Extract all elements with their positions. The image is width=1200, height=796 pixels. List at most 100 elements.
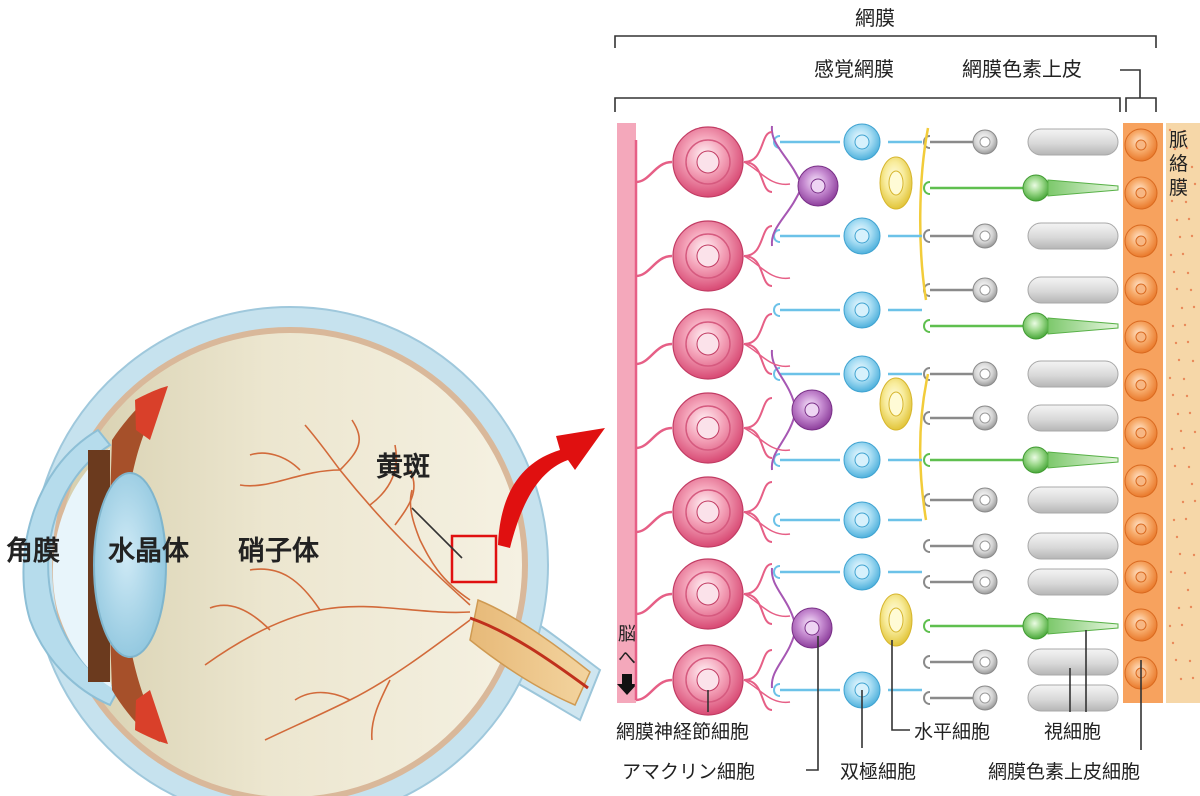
choroid-speckle bbox=[1182, 446, 1186, 450]
ganglion-dendrite bbox=[743, 161, 773, 193]
choroid-speckle bbox=[1178, 552, 1182, 556]
choroid-speckle bbox=[1184, 517, 1188, 521]
ganglion-axon bbox=[635, 592, 673, 616]
choroid-dots bbox=[1168, 128, 1197, 681]
rod-nucleus bbox=[979, 576, 991, 588]
ganglion-dendrite bbox=[743, 679, 791, 703]
choroid-speckle bbox=[1186, 588, 1190, 592]
choroid-speckle bbox=[1190, 234, 1194, 238]
rod-nucleus bbox=[979, 368, 991, 380]
ganglion-dendrite bbox=[743, 593, 791, 617]
amacrine-process bbox=[770, 349, 797, 411]
bipolar-nucleus bbox=[854, 134, 870, 150]
ganglion-dendrite bbox=[743, 511, 773, 543]
ganglion-cell-ring bbox=[685, 489, 731, 535]
choroid-speckle bbox=[1182, 377, 1186, 381]
cone-cell-body bbox=[1022, 174, 1050, 202]
rod-outer-segment bbox=[1027, 568, 1119, 596]
bipolar-nucleus bbox=[854, 564, 870, 580]
photoreceptor-label: 視細胞 bbox=[1044, 721, 1101, 743]
choroid-speckle bbox=[1180, 306, 1184, 310]
choroid-speckle bbox=[1172, 270, 1176, 274]
synaptic-terminal bbox=[923, 453, 931, 467]
cornea-label: 角膜 bbox=[6, 535, 60, 567]
rod-outer-segment bbox=[1027, 684, 1119, 712]
rod-outer-segment bbox=[1027, 648, 1119, 676]
sensory-retina-bracket bbox=[614, 97, 1121, 112]
amacrine-process bbox=[770, 125, 803, 187]
choroid-speckle bbox=[1169, 570, 1173, 574]
choroid-speckle bbox=[1193, 430, 1197, 434]
synaptic-terminal bbox=[923, 229, 931, 243]
cone-cell-body bbox=[1022, 446, 1050, 474]
rod-outer-segment bbox=[1027, 404, 1119, 432]
rod-nucleus bbox=[979, 284, 991, 296]
choroid-speckle bbox=[1187, 217, 1191, 221]
choroid-speckle bbox=[1180, 623, 1184, 627]
bipolar-terminal bbox=[773, 513, 781, 527]
ganglion-dendrite bbox=[743, 255, 773, 287]
rpe-cell-nucleus bbox=[1135, 235, 1147, 247]
ganglion-nucleus bbox=[696, 668, 720, 692]
horizontal-process bbox=[919, 127, 930, 301]
choroid-speckle bbox=[1172, 518, 1176, 522]
choroid-speckle bbox=[1174, 341, 1178, 345]
vitreous-body bbox=[58, 333, 522, 796]
retina-bracket bbox=[614, 35, 1157, 48]
choroid-speckle bbox=[1177, 606, 1181, 610]
rpe-cell-nucleus bbox=[1135, 187, 1147, 199]
ganglion-axon bbox=[635, 426, 673, 450]
cell-leader-lines bbox=[707, 630, 1142, 771]
ganglion-dendrite bbox=[743, 161, 791, 185]
ganglion-cell-ring bbox=[685, 321, 731, 367]
rod-nucleus bbox=[979, 540, 991, 552]
horizontal-leader bbox=[891, 640, 910, 731]
choroid-speckle bbox=[1188, 659, 1192, 663]
rpe-cell-nucleus bbox=[1135, 379, 1147, 391]
ganglion-dendrite bbox=[743, 343, 773, 375]
choroid-speckle bbox=[1188, 411, 1192, 415]
choroid-label: 脈 bbox=[1169, 129, 1188, 151]
ciliary-red-lower bbox=[135, 690, 168, 744]
ganglion-cell-ring bbox=[685, 139, 731, 185]
bipolar-nucleus bbox=[854, 452, 870, 468]
choroid-speckle bbox=[1170, 199, 1174, 203]
bipolar-nucleus bbox=[854, 512, 870, 528]
amacrine-nucleus bbox=[804, 620, 820, 636]
rpe-layer bbox=[1123, 123, 1163, 703]
amacrine-leader bbox=[806, 636, 819, 771]
bipolar-terminal bbox=[773, 229, 781, 243]
synaptic-terminal bbox=[923, 539, 931, 553]
rpe-cell-nucleus bbox=[1135, 139, 1147, 151]
choroid-speckle bbox=[1181, 252, 1185, 256]
lens-label: 水晶体 bbox=[108, 536, 190, 567]
choroid-speckle bbox=[1184, 200, 1188, 204]
rod-outer-segment bbox=[1027, 486, 1119, 514]
ganglion-dendrite bbox=[743, 649, 773, 681]
ganglion-dendrite bbox=[743, 593, 773, 625]
ganglion-cells bbox=[672, 126, 744, 716]
rod-nucleus bbox=[979, 494, 991, 506]
brain-arrow bbox=[617, 674, 637, 695]
ganglion-dendrite bbox=[743, 397, 773, 429]
brain-label: 脳 bbox=[618, 624, 636, 645]
ganglion-axon bbox=[635, 510, 673, 534]
ganglion-dendrite bbox=[743, 679, 773, 711]
lens bbox=[93, 472, 167, 658]
macula-leader-line bbox=[411, 507, 463, 559]
choroid-speckle bbox=[1193, 182, 1197, 186]
bipolar-nucleus bbox=[854, 228, 870, 244]
optic-nerve bbox=[469, 598, 591, 706]
rod-nucleus bbox=[979, 656, 991, 668]
choroid-speckle bbox=[1171, 393, 1175, 397]
choroid-speckle bbox=[1191, 359, 1195, 363]
choroid-speckle bbox=[1176, 412, 1180, 416]
cone-outer-segment bbox=[1047, 179, 1119, 197]
synaptic-terminal bbox=[923, 319, 931, 333]
cone-outer-segment bbox=[1047, 317, 1119, 335]
choroid-speckle bbox=[1192, 305, 1196, 309]
choroid-speckle bbox=[1179, 429, 1183, 433]
synaptic-terminal bbox=[923, 135, 931, 149]
choroid-speckle bbox=[1190, 165, 1194, 169]
